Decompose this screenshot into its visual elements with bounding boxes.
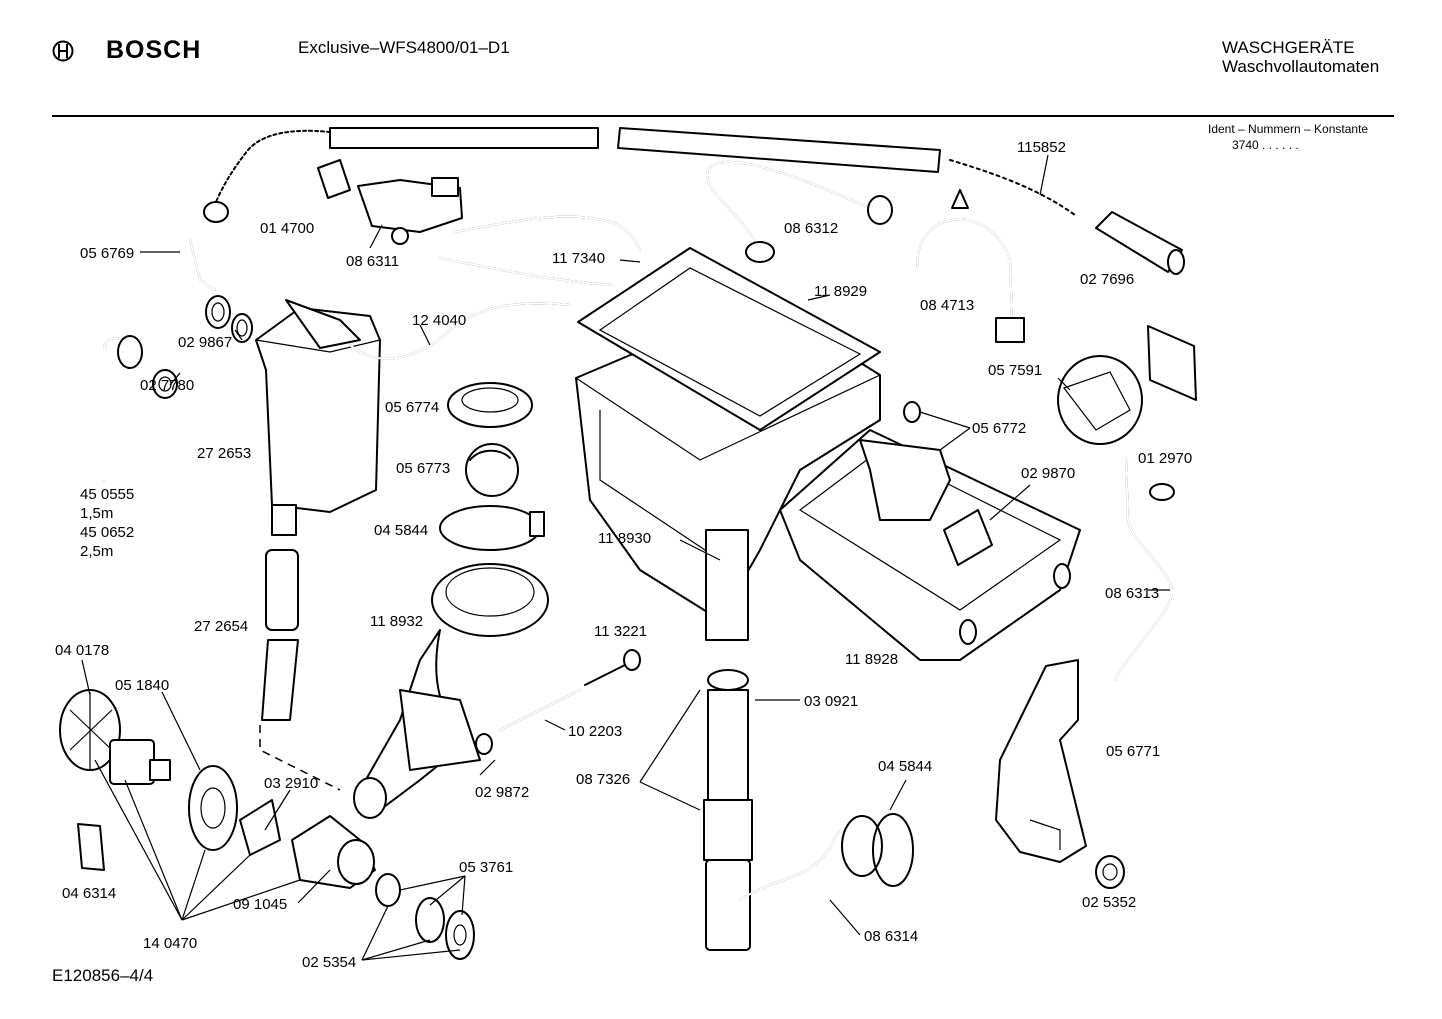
part-label: 02 7780 [140,377,194,394]
leader-lines [81,154,1170,961]
part-label: 05 7591 [988,362,1042,379]
part-labels: 01 4700 08 6311 11 7340 08 6312 115852 0… [55,139,1192,971]
part-label: 04 0178 [55,642,109,659]
part-label: 14 0470 [143,935,197,952]
part-label: 04 6314 [62,885,116,902]
hose-length-label: 1,5m [80,505,113,522]
hose-length-label: 45 0555 [80,486,134,503]
part-label: 02 9867 [178,334,232,351]
category-title: WASCHGERÄTE [1222,38,1355,57]
ident-label: Ident – Nummern – Konstante [1208,122,1369,136]
part-label: 10 2203 [568,723,622,740]
part-label: 05 6773 [396,460,450,477]
part-label: 11 3221 [594,623,647,640]
part-label: 08 7326 [576,771,630,788]
part-label: 02 5352 [1082,894,1136,911]
part-label: 115852 [1017,139,1066,156]
part-label: 08 6313 [1105,585,1159,602]
part-label: 27 2654 [194,618,248,635]
part-label: 05 1840 [115,677,169,694]
part-drawings [59,127,1197,960]
part-label: 04 5844 [878,758,932,775]
hose-length-label: 45 0652 [80,524,134,541]
part-label: 12 4040 [412,312,466,329]
part-label: 01 2970 [1138,450,1192,467]
part-label: 05 6771 [1106,743,1160,760]
part-label: 09 1045 [233,896,287,913]
ident-value: 3740 . . . . . . [1232,138,1299,152]
part-label: 11 8932 [370,613,423,630]
part-label: 11 8929 [814,283,867,300]
part-label: 02 9872 [475,784,529,801]
part-label: 03 2910 [264,775,318,792]
model-title: Exclusive–WFS4800/01–D1 [298,38,510,57]
drawing-number: E120856–4/4 [52,966,154,985]
part-label: 08 4713 [920,297,974,314]
part-label: 02 7696 [1080,271,1134,288]
part-label: 05 6774 [385,399,439,416]
part-label: 27 2653 [197,445,251,462]
part-label: 03 0921 [804,693,858,710]
header-divider [52,115,1394,117]
part-label: 11 7340 [552,250,605,267]
part-label: 05 6769 [80,245,134,262]
brand-name: BOSCH [106,36,202,64]
part-label: 04 5844 [374,522,428,539]
part-label: 05 6772 [972,420,1026,437]
part-label: 02 5354 [302,954,356,971]
hose-length-label: 2,5m [80,543,113,560]
part-label: 11 8928 [845,651,898,668]
part-label: 08 6314 [864,928,918,945]
category-subtitle: Waschvollautomaten [1222,57,1380,76]
part-label: 11 8930 [598,530,651,547]
part-label: 08 6312 [784,220,838,237]
part-label: 02 9870 [1021,465,1075,482]
part-label: 05 3761 [459,859,513,876]
bosch-logo-icon [52,40,74,62]
part-label: 01 4700 [260,220,314,237]
part-label: 08 6311 [346,253,399,270]
